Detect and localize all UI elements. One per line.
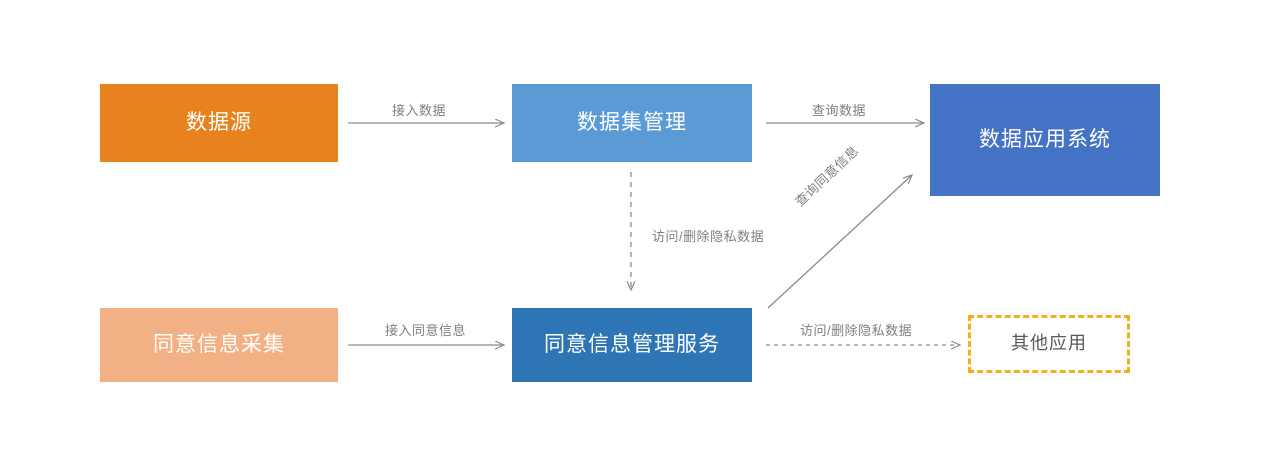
node-dataset-management[interactable]: 数据集管理 bbox=[512, 84, 752, 162]
node-dataset-management-label: 数据集管理 bbox=[577, 111, 687, 135]
edge-label-query-data: 查询数据 bbox=[812, 103, 867, 118]
node-consent-management-service[interactable]: 同意信息管理服务 bbox=[512, 308, 752, 382]
node-consent-collection-label: 同意信息采集 bbox=[153, 333, 285, 357]
edge-label-ingest-data: 接入数据 bbox=[392, 103, 447, 118]
node-consent-management-service-label: 同意信息管理服务 bbox=[544, 333, 720, 357]
node-data-application-system[interactable]: 数据应用系统 bbox=[930, 84, 1160, 196]
node-other-applications-label: 其他应用 bbox=[1011, 333, 1087, 354]
edge-consent-service-to-app bbox=[767, 175, 912, 309]
edge-label-ingest-consent-info: 接入同意信息 bbox=[385, 323, 467, 338]
node-data-application-system-label: 数据应用系统 bbox=[979, 128, 1111, 152]
edge-label-access-delete-privacy-horizontal: 访问/删除隐私数据 bbox=[800, 323, 913, 338]
node-data-source[interactable]: 数据源 bbox=[100, 84, 338, 162]
node-consent-collection[interactable]: 同意信息采集 bbox=[100, 308, 338, 382]
node-other-applications[interactable]: 其他应用 bbox=[968, 315, 1130, 373]
edge-label-access-delete-privacy-vertical: 访问/删除隐私数据 bbox=[652, 229, 765, 244]
node-data-source-label: 数据源 bbox=[186, 111, 252, 135]
